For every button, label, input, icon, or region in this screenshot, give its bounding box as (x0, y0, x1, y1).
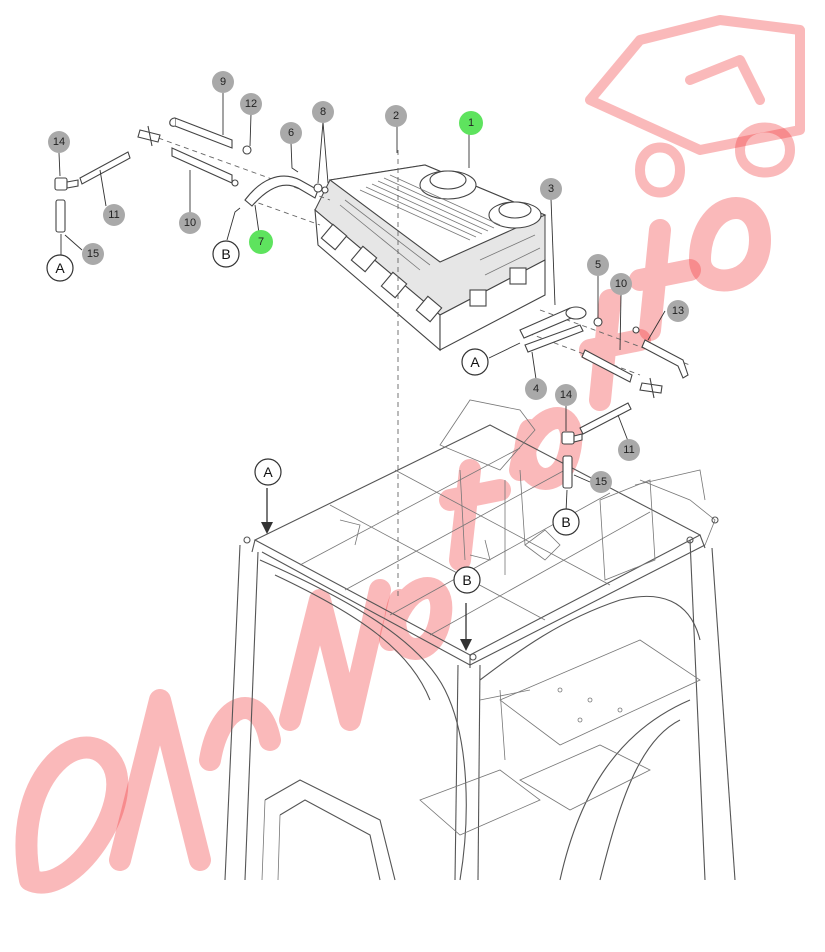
svg-text:A: A (263, 464, 273, 480)
callout-9: 9 (212, 71, 234, 93)
ref-a-right: A (461, 348, 489, 376)
callout-2: 2 (385, 105, 407, 127)
ref-b-left: B (212, 240, 240, 268)
right-hoses (519, 306, 689, 489)
callout-5: 5 (587, 254, 609, 276)
ref-a-left: A (46, 254, 74, 282)
svg-text:5: 5 (595, 259, 601, 271)
svg-text:6: 6 (288, 127, 294, 139)
callout-11-right: 11 (618, 439, 640, 461)
arrow-b (460, 603, 472, 651)
cab-frame (224, 399, 736, 881)
svg-text:9: 9 (220, 76, 226, 88)
callouts-grey: 9 12 2 14 6 8 11 10 15 3 5 10 13 4 14 11… (48, 71, 689, 493)
callout-3: 3 (540, 178, 562, 200)
ref-b-right: B (552, 508, 580, 536)
svg-text:7: 7 (258, 236, 264, 248)
callout-13: 13 (667, 300, 689, 322)
callout-8: 8 (312, 101, 334, 123)
arrow-a (261, 488, 273, 534)
svg-text:8: 8 (320, 106, 326, 118)
reference-markers: A B A A B B (46, 240, 580, 594)
svg-text:2: 2 (393, 110, 399, 122)
callout-14-right: 14 (555, 384, 577, 406)
svg-text:A: A (470, 354, 480, 370)
callout-7: 7 (249, 230, 273, 254)
svg-text:13: 13 (672, 305, 684, 317)
callout-11-left: 11 (103, 204, 125, 226)
callout-15-left: 15 (82, 243, 104, 265)
hvac-unit (314, 164, 547, 352)
svg-text:15: 15 (595, 476, 607, 488)
svg-text:B: B (462, 572, 471, 588)
svg-text:4: 4 (533, 383, 539, 395)
assembly-line-right-2 (519, 329, 641, 376)
svg-text:15: 15 (87, 248, 99, 260)
svg-text:12: 12 (245, 98, 257, 110)
callout-4: 4 (525, 378, 547, 400)
svg-text:14: 14 (53, 136, 65, 148)
assembly-line-left (149, 134, 331, 201)
svg-text:1: 1 (468, 117, 474, 129)
svg-text:3: 3 (548, 183, 554, 195)
ref-b-frame: B (453, 566, 481, 594)
svg-text:B: B (561, 514, 570, 530)
svg-text:10: 10 (184, 217, 196, 229)
svg-text:11: 11 (623, 444, 634, 456)
callout-15-right: 15 (590, 471, 612, 493)
left-hoses (54, 117, 329, 233)
ref-a-frame: A (254, 458, 282, 486)
callout-14-left: 14 (48, 131, 70, 153)
assembly-line-left-2 (249, 199, 321, 226)
watermark-logo (15, 15, 805, 894)
svg-text:14: 14 (560, 389, 572, 401)
callout-1: 1 (459, 111, 483, 135)
svg-text:10: 10 (615, 278, 627, 290)
svg-text:A: A (55, 260, 65, 276)
callout-10-left: 10 (179, 212, 201, 234)
callout-6: 6 (280, 122, 302, 144)
callout-10-right: 10 (610, 273, 632, 295)
svg-text:11: 11 (108, 209, 119, 221)
svg-text:B: B (221, 246, 230, 262)
callouts-green: 1 7 (249, 111, 483, 254)
leader-lines (58, 93, 666, 513)
callout-12: 12 (240, 93, 262, 115)
